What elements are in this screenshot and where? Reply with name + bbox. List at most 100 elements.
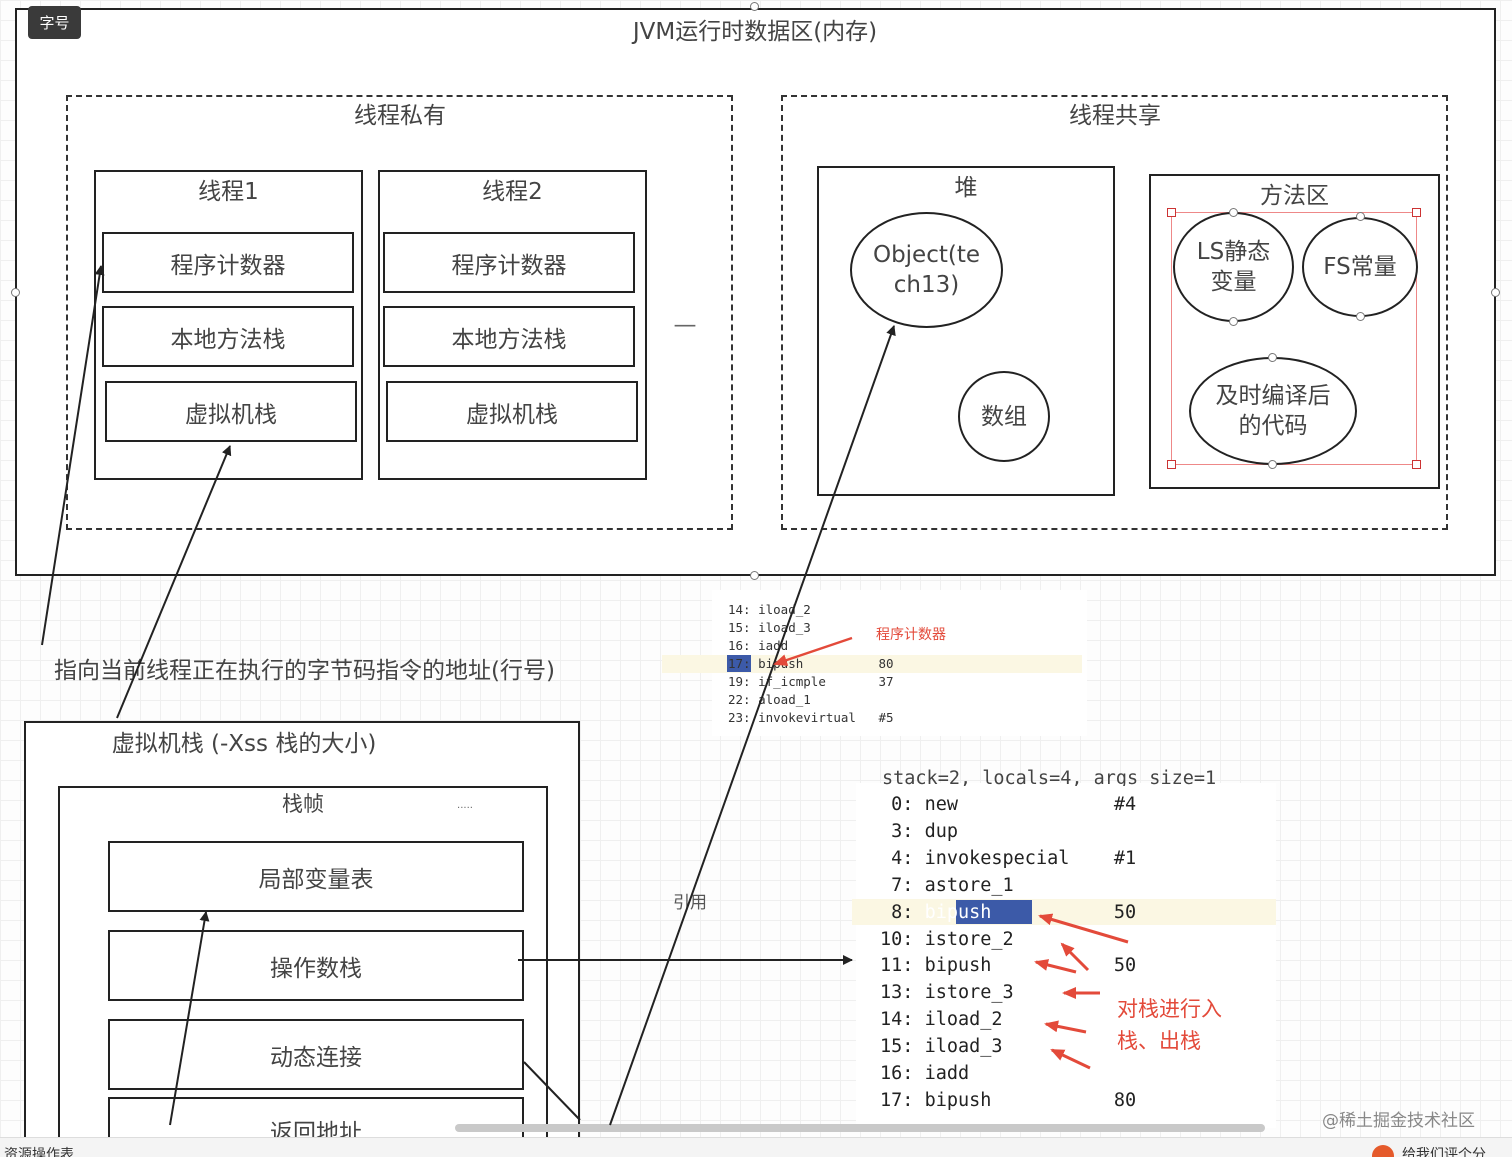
- heap-array-ellipse[interactable]: 数组: [958, 371, 1050, 462]
- selection-handle-bl[interactable]: [1167, 460, 1176, 469]
- jit-code-ellipse[interactable]: 及时编译后 的代码: [1189, 357, 1357, 465]
- resize-handle-bottom[interactable]: [750, 571, 759, 580]
- bytecode-small-line: 15: iload_3: [728, 619, 894, 637]
- bytecode-large-line-number: 4:: [880, 847, 925, 869]
- bytecode-large-line: 16: iadd: [880, 1061, 1136, 1088]
- bytecode-large-operand: 50: [1113, 955, 1137, 977]
- ellipse-handle-5[interactable]: [1268, 353, 1277, 362]
- bytecode-small-operand: 80: [878, 656, 894, 671]
- heap-box[interactable]: [817, 166, 1115, 496]
- thread-1-title: 线程1: [198, 179, 259, 205]
- bytecode-small-line-number: 23:: [728, 710, 759, 725]
- ellipse-handle-2[interactable]: [1229, 317, 1238, 326]
- dynamic-linking[interactable]: 动态连接: [108, 1019, 524, 1090]
- pc-annotation: 程序计数器: [876, 627, 946, 643]
- resize-handle-top[interactable]: [750, 2, 759, 11]
- status-left[interactable]: 资源操作表: [4, 1147, 74, 1157]
- bytecode-large-opcode: iload_3: [924, 1036, 1114, 1058]
- local-variable-table[interactable]: 局部变量表: [108, 841, 524, 912]
- thread-shared-region[interactable]: [781, 95, 1448, 530]
- bytecode-large-line-number: 13:: [880, 982, 925, 1004]
- bytecode-large-opcode: astore_1: [924, 874, 1114, 896]
- bytecode-large-line: 14: iload_2: [880, 1007, 1136, 1034]
- ellipse-handle-3[interactable]: [1356, 212, 1365, 221]
- bytecode-large-line: 3: dup: [880, 819, 1136, 846]
- bytecode-small-line: 19: if_icmple 37: [728, 673, 894, 691]
- heap-title: 堆: [954, 175, 978, 201]
- thread-2-vm-stack[interactable]: 虚拟机栈: [386, 381, 638, 442]
- ellipse-handle-6[interactable]: [1268, 460, 1277, 469]
- bytecode-large-line: 4: invokespecial #1: [880, 846, 1136, 873]
- bytecode-large-operand: #4: [1113, 794, 1137, 815]
- bytecode-large-header: stack=2, locals=4, args_size=1: [882, 768, 1217, 786]
- bytecode-small-opcode: bipush: [758, 656, 879, 671]
- bytecode-small-line-number: 17:: [728, 656, 759, 671]
- bytecode-large-opcode: new: [924, 794, 1114, 815]
- bytecode-large-line: 7: astore_1: [880, 873, 1136, 900]
- bytecode-large-line: 8: bipush 50: [880, 900, 1136, 927]
- bytecode-large-line: 13: istore_3: [880, 980, 1136, 1007]
- thread-1-native-method-stack[interactable]: 本地方法栈: [102, 306, 354, 367]
- bytecode-large-line-number: 17:: [880, 1089, 925, 1111]
- method-area-title: 方法区: [1260, 183, 1329, 209]
- bytecode-small-line-number: 14:: [728, 602, 759, 617]
- thread-1-vm-stack[interactable]: 虚拟机栈: [105, 381, 357, 442]
- bytecode-small-operand: #5: [878, 710, 894, 725]
- heap-object-ellipse[interactable]: Object(te ch13): [850, 212, 1003, 328]
- fs-label: FS常量: [1323, 254, 1397, 280]
- bytecode-large-opcode: iload_2: [924, 1009, 1114, 1031]
- bytecode-small-line: 17: bipush 80: [728, 655, 894, 673]
- selection-frame: [1171, 212, 1417, 465]
- bytecode-large-opcode: invokespecial: [924, 847, 1114, 869]
- bytecode-small-line-number: 19:: [728, 674, 759, 689]
- thread-2-native-method-stack[interactable]: 本地方法栈: [383, 306, 635, 367]
- bytecode-small-opcode: aload_1: [758, 692, 879, 707]
- ellipse-handle-4[interactable]: [1356, 312, 1365, 321]
- resize-handle-left[interactable]: [11, 288, 20, 297]
- bytecode-large-opcode: istore_3: [924, 982, 1114, 1004]
- status-right-icon: [1372, 1145, 1394, 1157]
- bytecode-large-operand: #1: [1113, 847, 1137, 869]
- bytecode-large-line: 15: iload_3: [880, 1034, 1136, 1061]
- horizontal-scrollbar[interactable]: [455, 1124, 1265, 1132]
- bytecode-large-line: 0: new #4: [880, 792, 1136, 819]
- selection-handle-tl[interactable]: [1167, 208, 1176, 217]
- bytecode-large-operand: 50: [1113, 901, 1137, 923]
- bytecode-large-line-number: 15:: [880, 1036, 925, 1058]
- status-right[interactable]: 给我们评个分: [1402, 1147, 1486, 1157]
- stack-annotation: 对栈进行入 栈、出栈: [1117, 993, 1222, 1057]
- bytecode-large-line-number: 0:: [880, 794, 925, 815]
- bytecode-small-line: 22: aload_1: [728, 691, 894, 709]
- operand-stack[interactable]: 操作数栈: [108, 930, 524, 1001]
- bytecode-large-line-number: 11:: [880, 955, 925, 977]
- bytecode-large-opcode: dup: [924, 820, 1114, 842]
- bytecode-small-opcode: invokevirtual: [758, 710, 879, 725]
- reference-label: 引用: [673, 893, 707, 913]
- bytecode-large-opcode: bipush: [924, 955, 1114, 977]
- thread-private-title: 线程私有: [354, 103, 446, 129]
- thread-2-program-counter[interactable]: 程序计数器: [383, 232, 635, 293]
- bytecode-small-lines: 14: iload_2 15: iload_3 16: iadd 17: bip…: [728, 601, 894, 727]
- thread-1-program-counter[interactable]: 程序计数器: [102, 232, 354, 293]
- bytecode-large-line-number: 7:: [880, 874, 925, 896]
- watermark: @稀土掘金技术社区: [1322, 1111, 1475, 1131]
- bytecode-small-opcode: iadd: [758, 638, 879, 653]
- bytecode-large-line-number: 8:: [880, 901, 925, 923]
- fs-constant-ellipse[interactable]: FS常量: [1302, 217, 1418, 317]
- selection-handle-br[interactable]: [1412, 460, 1421, 469]
- ellipse-handle-1[interactable]: [1229, 208, 1238, 217]
- bytecode-small-line: 23: invokevirtual #5: [728, 709, 894, 727]
- bytecode-large-line: 11: bipush 50: [880, 953, 1136, 980]
- font-size-badge[interactable]: 字号: [28, 6, 81, 39]
- ls-line2: 变量: [1210, 269, 1257, 295]
- bytecode-large-selection: [956, 900, 1032, 924]
- resize-handle-right[interactable]: [1491, 288, 1500, 297]
- bytecode-small-operand: 37: [878, 674, 894, 689]
- ls-static-variable-ellipse[interactable]: LS静态 变量: [1173, 212, 1294, 322]
- selection-handle-tr[interactable]: [1412, 208, 1421, 217]
- bytecode-small-line: 14: iload_2: [728, 601, 894, 619]
- bytecode-large-opcode: istore_2: [924, 928, 1114, 950]
- jit-line2: 的代码: [1238, 413, 1308, 439]
- bytecode-large-line: 10: istore_2: [880, 927, 1136, 954]
- bytecode-large-opcode: iadd: [924, 1063, 1114, 1085]
